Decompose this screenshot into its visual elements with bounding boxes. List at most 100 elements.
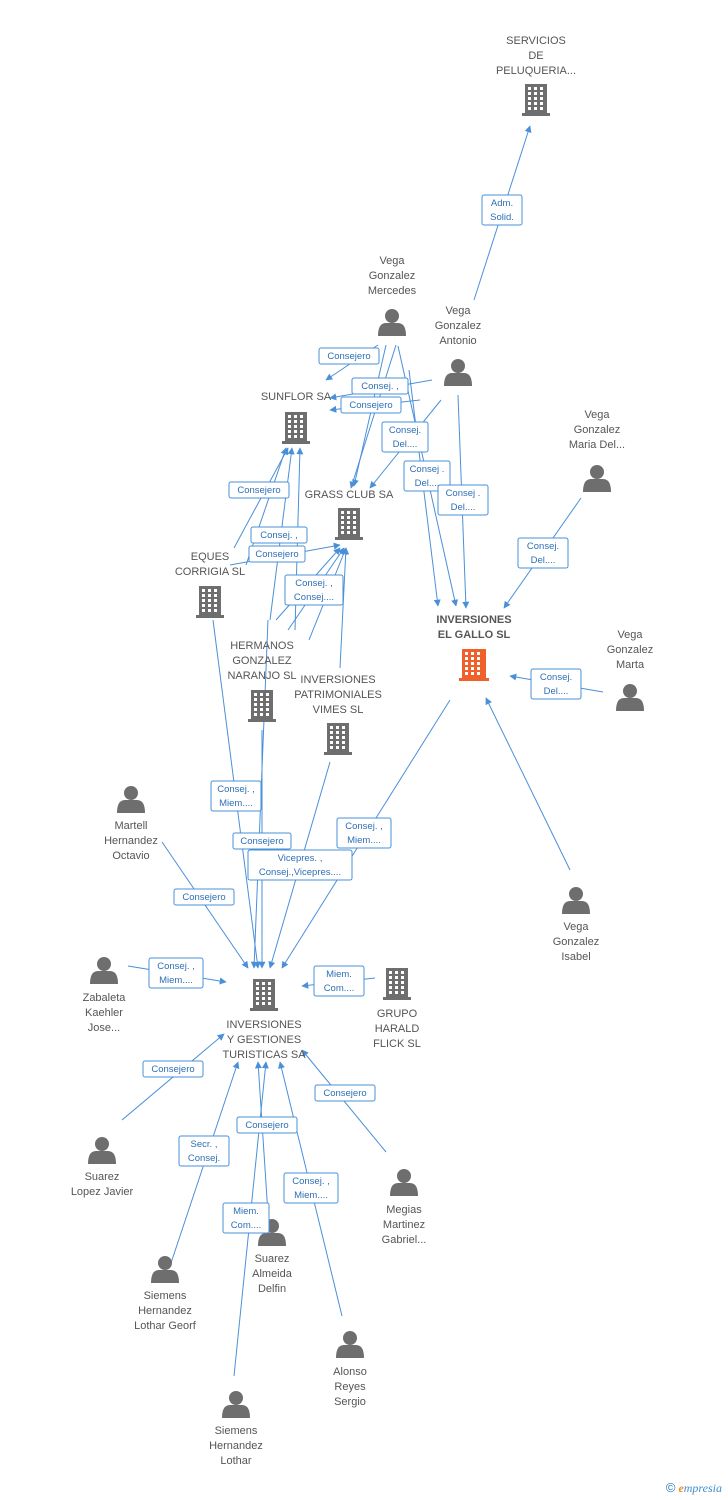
edge-label-19[interactable]: Consej. ,Miem....	[148, 957, 204, 989]
node-label: Gonzalez	[574, 424, 620, 436]
building-icon	[383, 968, 411, 1000]
empresia-watermark[interactable]: © empresia	[666, 1480, 722, 1496]
edge-label-13[interactable]: Consej. ,Consej....	[284, 574, 344, 606]
edge-label-11[interactable]: Consej. ,	[250, 526, 308, 544]
person-icon	[336, 1331, 364, 1358]
edge-label-text: Consejero	[151, 1064, 194, 1075]
node-grass[interactable]: GRASS CLUB SA	[305, 489, 394, 540]
edge-label-17[interactable]: Vicepres. ,Consej.,Vicepres....	[247, 849, 353, 881]
edge-label-8[interactable]: Consej.Del....	[517, 537, 569, 569]
building-icon	[282, 412, 310, 444]
node-label: Almeida	[252, 1268, 293, 1280]
edge-label-text: Del....	[544, 686, 569, 697]
edge-label-12[interactable]: Consejero	[248, 545, 306, 563]
edge-label-16[interactable]: Consej. , Miem....	[336, 817, 392, 849]
edge-label-text: Consejero	[245, 1120, 288, 1131]
edge-line-24	[254, 1061, 269, 1215]
connector-line-6	[339, 547, 350, 669]
edge-label-text: Consej. ,	[345, 821, 383, 832]
node-label: FLICK SL	[373, 1038, 421, 1050]
edge-label-10[interactable]: Consejero	[228, 481, 290, 499]
edge-label-text: Consej. ,	[260, 530, 298, 541]
edge-label-14[interactable]: Consej. ,Miem....	[210, 780, 262, 812]
edge-label-box	[284, 574, 344, 606]
node-label: Gabriel...	[382, 1234, 427, 1246]
edge-label-text: Adm.	[491, 198, 513, 209]
edge-label-23[interactable]: Secr. ,Consej.	[178, 1135, 230, 1167]
edge-label-box	[313, 965, 365, 997]
edge-label-7[interactable]: Consej .Del....	[437, 484, 489, 516]
node-zabaleta[interactable]: ZabaletaKaehlerJose...	[83, 957, 127, 1034]
edge-label-4[interactable]: Consej.Del....	[381, 421, 429, 453]
person-icon	[117, 786, 145, 813]
node-label: VIMES SL	[313, 704, 364, 716]
node-label: Maria Del...	[569, 439, 625, 451]
edge-label-text: Consej. ,	[292, 1176, 330, 1187]
person-icon	[583, 465, 611, 492]
edge-label-0[interactable]: Adm.Solid.	[481, 194, 523, 226]
node-label: Siemens	[215, 1425, 258, 1437]
node-label: Vega	[584, 409, 610, 421]
node-label: Lothar	[220, 1455, 252, 1467]
node-label: Megias	[386, 1204, 422, 1216]
edge-label-2[interactable]: Consej. ,	[351, 377, 409, 395]
edge-label-box	[228, 481, 290, 499]
node-label: GONZALEZ	[232, 655, 292, 667]
edge-label-box	[148, 957, 204, 989]
node-label: Lopez Javier	[71, 1186, 134, 1198]
edge-label-26[interactable]: Miem.Com....	[222, 1202, 270, 1234]
person-icon	[90, 957, 118, 984]
edge-label-3[interactable]: Consejero	[340, 396, 402, 414]
edge-label-21[interactable]: Consejero	[142, 1060, 204, 1078]
node-label: INVERSIONES	[436, 614, 511, 626]
edge-label-text: Consejero	[255, 549, 298, 560]
edge-label-9[interactable]: Consej.Del....	[530, 668, 582, 700]
person-icon	[88, 1137, 116, 1164]
person-icon	[378, 309, 406, 336]
edge-label-text: Del....	[393, 439, 418, 450]
edge-label-box	[142, 1060, 204, 1078]
edge-label-text: Consej. ,	[157, 961, 195, 972]
edge-label-5[interactable]: Consej .Del....	[403, 460, 451, 492]
edge-label-22[interactable]: Consejero	[314, 1084, 376, 1102]
edge-label-text: Consej. ,	[361, 381, 399, 392]
edge-label-25[interactable]: Consej. ,Miem....	[283, 1172, 339, 1204]
edge-label-18[interactable]: Consejero	[173, 888, 235, 906]
edge-label-box	[336, 817, 392, 849]
node-sunflor[interactable]: SUNFLOR SA	[261, 391, 332, 444]
node-label: Zabaleta	[83, 992, 127, 1004]
person-icon	[616, 684, 644, 711]
copyright-symbol: ©	[665, 1480, 676, 1495]
edge-label-box	[530, 668, 582, 700]
edge-label-15[interactable]: Consejero	[232, 832, 292, 850]
node-megias[interactable]: MegiasMartinezGabriel...	[382, 1169, 427, 1246]
edge-label-20[interactable]: Miem.Com....	[313, 965, 365, 997]
node-label: PELUQUERIA...	[496, 65, 576, 77]
edge-label-text: Miem....	[219, 798, 253, 809]
node-label: Vega	[563, 921, 589, 933]
edge-label-24[interactable]: Consejero	[236, 1116, 298, 1134]
edge-label-1[interactable]: Consejero	[318, 347, 380, 365]
edge-label-text: Miem.	[233, 1206, 259, 1217]
node-label: Gonzalez	[435, 320, 481, 332]
node-servicios[interactable]: SERVICIOSDEPELUQUERIA...	[496, 35, 576, 116]
edge-label-text: Miem....	[347, 835, 381, 846]
